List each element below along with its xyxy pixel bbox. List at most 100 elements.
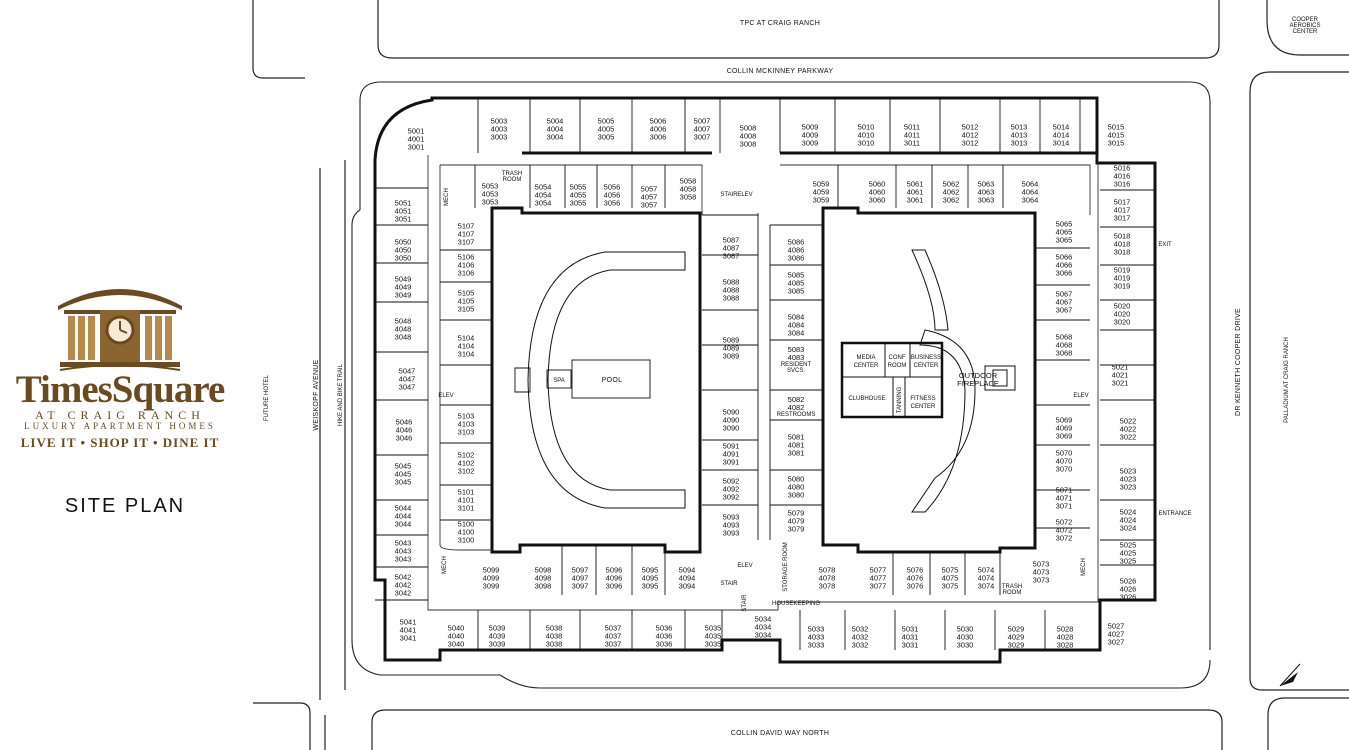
unit-number: 5082 — [788, 395, 805, 404]
street-label-palladium: PALLADIUM AT CRAIG RANCH — [1284, 337, 1290, 423]
clock-tower-logo-icon — [58, 289, 182, 371]
unit-number: 4036 — [656, 632, 673, 641]
unit-number: 5055 — [570, 183, 587, 192]
unit-number: 3085 — [788, 287, 805, 296]
unit-number: 4023 — [1120, 475, 1137, 484]
unit-number: 4037 — [605, 632, 622, 641]
unit-number: 3070 — [1056, 465, 1073, 474]
unit-number: 3103 — [458, 428, 475, 437]
unit-number: 3047 — [399, 383, 416, 392]
unit-number: 3062 — [943, 196, 960, 205]
unit-number: 3008 — [740, 140, 757, 149]
unit-number: 4001 — [408, 135, 425, 144]
unit-number: 4004 — [547, 125, 564, 134]
unit-number: 4094 — [679, 574, 696, 583]
unit-number: 5001 — [408, 127, 425, 136]
unit-number: 5079 — [788, 509, 805, 518]
unit-number: 3056 — [604, 199, 621, 208]
unit-number: 4015 — [1108, 131, 1125, 140]
unit-number: 3053 — [482, 198, 499, 207]
unit-number: 5009 — [802, 123, 819, 132]
unit-number: 5013 — [1011, 123, 1028, 132]
unit-number: 3106 — [458, 269, 475, 278]
unit-number: 5030 — [957, 625, 974, 634]
unit-number: 5067 — [1056, 290, 1073, 299]
unit-number: 3035 — [705, 640, 722, 649]
fireplace-label-1: OUTDOOR — [959, 371, 998, 380]
unit-number: 5104 — [458, 334, 475, 343]
unit-number: 3064 — [1022, 196, 1039, 205]
unit-number: 5016 — [1114, 164, 1131, 173]
unit-number: 4105 — [458, 297, 475, 306]
unit-number: 3097 — [572, 582, 589, 591]
unit-number: 4066 — [1056, 261, 1073, 270]
unit-number: 4030 — [957, 633, 974, 642]
unit-number: 5034 — [755, 615, 772, 624]
unit-number: 3049 — [395, 291, 412, 300]
unit-number: 5019 — [1114, 266, 1131, 275]
unit-number: 4018 — [1114, 240, 1131, 249]
unit-number: 5031 — [902, 625, 919, 634]
unit-number: 3054 — [535, 199, 552, 208]
unit-number: 4089 — [723, 344, 740, 353]
unit-number: 5017 — [1114, 198, 1131, 207]
brand-name: TimesSquare — [15, 368, 226, 411]
unit-number: 5033 — [808, 625, 825, 634]
unit-number: 3090 — [723, 424, 740, 433]
unit-number: 4041 — [400, 626, 417, 635]
unit-number: 5068 — [1056, 333, 1073, 342]
unit-number: 5029 — [1008, 625, 1025, 634]
unit-number: 4095 — [642, 574, 659, 583]
unit-number: 5012 — [962, 123, 979, 132]
unit-number: 4065 — [1056, 228, 1073, 237]
unit-number: 4079 — [788, 517, 805, 526]
unit-number: 4077 — [870, 574, 887, 583]
unit-number: 5084 — [788, 313, 805, 322]
unit-number: 5011 — [904, 123, 920, 132]
unit-number: 4080 — [788, 483, 805, 492]
unit-number: 3060 — [869, 196, 886, 205]
unit-number: 3001 — [408, 143, 425, 152]
trash-label-2a: TRASH — [1002, 584, 1022, 590]
unit-number: 4083 — [788, 353, 805, 362]
unit-number: 5062 — [943, 180, 960, 189]
unit-number: 3028 — [1057, 641, 1074, 650]
unit-number: 5101 — [458, 488, 475, 497]
unit-number: 5010 — [858, 123, 875, 132]
unit-number: 4006 — [650, 125, 667, 134]
unit-number: 3094 — [679, 582, 696, 591]
unit-number: 4103 — [458, 420, 475, 429]
fitness-label-2: CENTER — [911, 404, 936, 410]
unit-number: 4062 — [943, 188, 960, 197]
elev-label-3: ELEV — [737, 563, 752, 569]
unit-number: 5006 — [650, 117, 667, 126]
unit-number: 4010 — [858, 131, 875, 140]
unit-number: 5025 — [1120, 541, 1137, 550]
unit-number: 4082 — [788, 403, 805, 412]
trash-label-1a: TRASH — [502, 171, 522, 177]
unit-number: 3069 — [1056, 432, 1073, 441]
unit-number: 5091 — [723, 442, 740, 451]
unit-number: 5032 — [852, 625, 869, 634]
unit-number: 5075 — [942, 566, 959, 575]
unit-number: 4069 — [1056, 424, 1073, 433]
street-label-trail: HIKE AND BIKE TRAIL — [338, 363, 344, 426]
unit-number: 5071 — [1056, 486, 1073, 495]
brand-tagline: LIVE IT • SHOP IT • DINE IT — [20, 435, 220, 450]
unit-number: 4031 — [902, 633, 919, 642]
unit-number: 4040 — [448, 632, 465, 641]
unit-number: 3019 — [1114, 282, 1131, 291]
unit-number: 5018 — [1114, 232, 1131, 241]
unit-number: 3040 — [448, 640, 465, 649]
unit-number: 5053 — [482, 182, 499, 191]
unit-number: 3074 — [978, 582, 995, 591]
unit-number: 3043 — [395, 555, 412, 564]
unit-number: 4093 — [723, 521, 740, 530]
unit-number: 3010 — [858, 139, 875, 148]
unit-number: 5040 — [448, 624, 465, 633]
unit-number: 4061 — [907, 188, 924, 197]
unit-number: 3100 — [458, 536, 475, 545]
restrooms-label: RESTROOMS — [777, 412, 816, 418]
housekeeping-label: HOUSEKEEPING — [772, 601, 820, 607]
media-label-2: CENTER — [854, 363, 879, 369]
